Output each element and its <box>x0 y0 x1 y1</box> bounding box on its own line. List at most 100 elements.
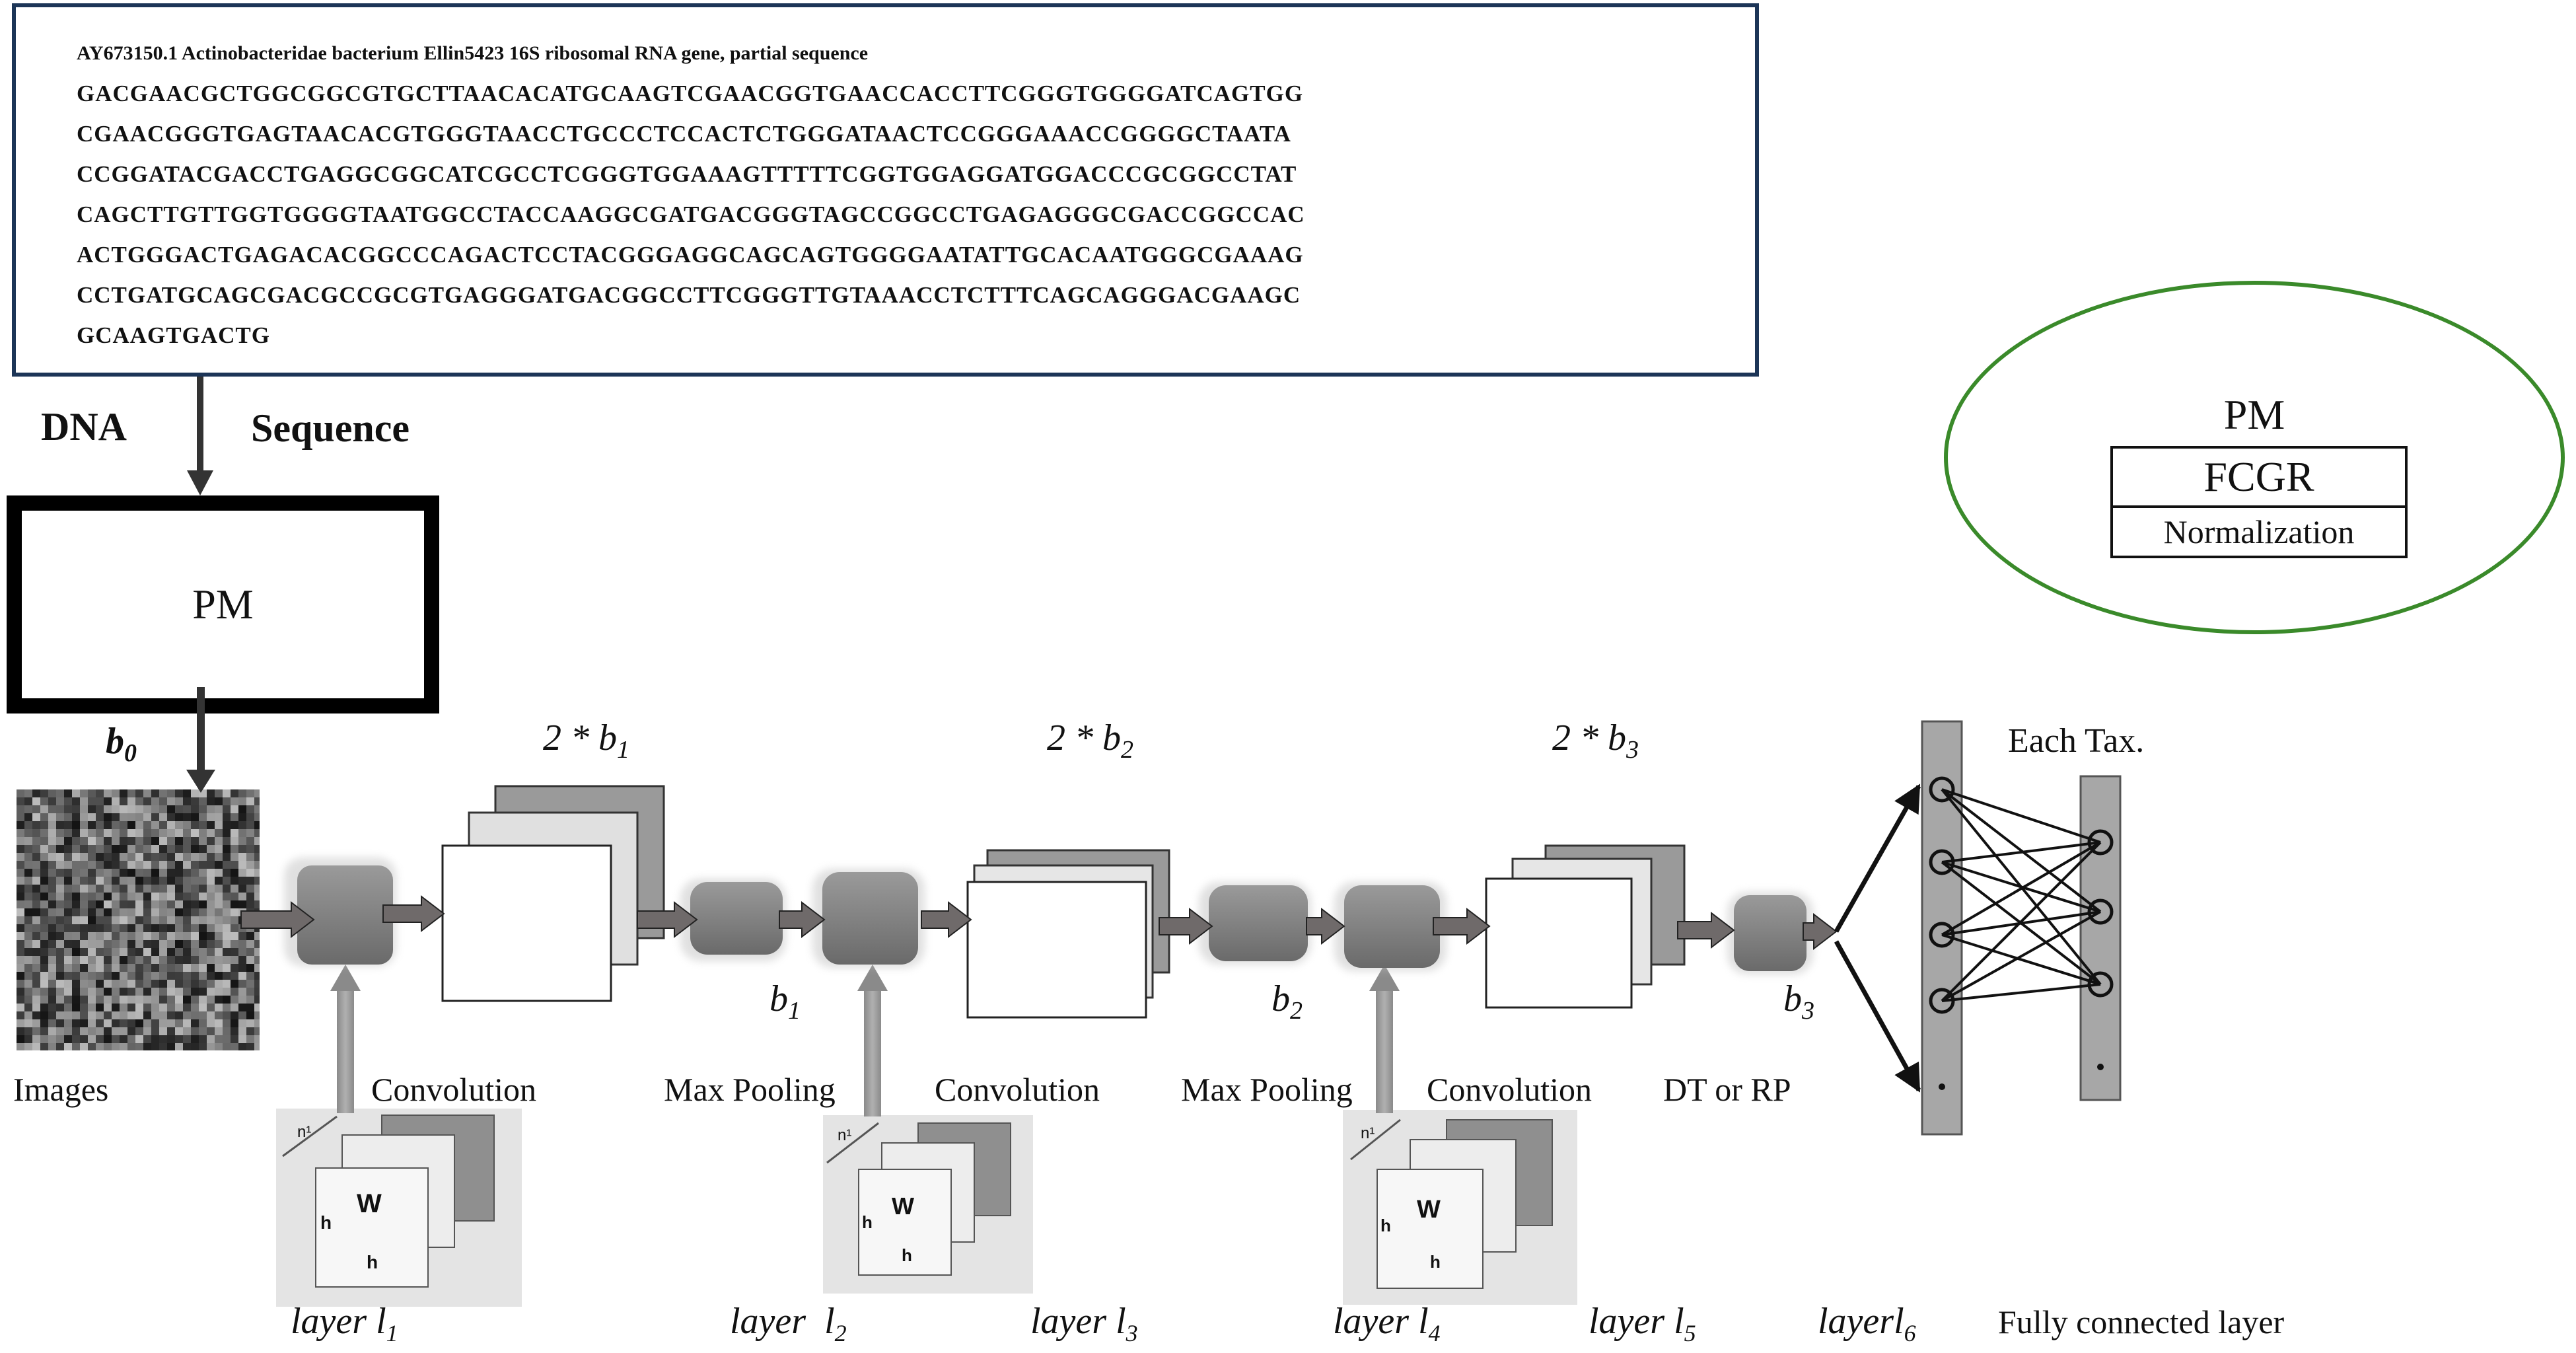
noise-cell <box>238 789 246 797</box>
noise-cell <box>127 829 135 837</box>
noise-cell <box>48 861 56 869</box>
noise-cell <box>135 924 143 932</box>
noise-cell <box>135 797 143 805</box>
fc-node <box>1929 922 1955 948</box>
noise-cell <box>120 900 127 908</box>
noise-cell <box>167 813 175 821</box>
noise-cell <box>56 893 64 900</box>
noise-cell <box>120 853 127 861</box>
noise-cell <box>120 1011 127 1019</box>
dna-sequence-box: AY673150.1 Actinobacteridae bacterium El… <box>12 3 1759 377</box>
noise-cell <box>238 988 246 996</box>
layer-label-text: layer l <box>1030 1301 1126 1342</box>
noise-cell <box>40 1004 48 1011</box>
noise-cell <box>24 813 32 821</box>
noise-cell <box>80 924 88 932</box>
noise-cell <box>199 877 207 885</box>
noise-cell <box>64 853 72 861</box>
legend-normalization: Normalization <box>2163 513 2355 550</box>
noise-cell <box>24 956 32 964</box>
noise-cell <box>88 1043 96 1050</box>
noise-cell <box>183 861 191 869</box>
noise-cell <box>17 996 24 1004</box>
noise-cell <box>112 956 120 964</box>
noise-cell <box>24 900 32 908</box>
noise-cell <box>104 821 112 829</box>
noise-cell <box>56 956 64 964</box>
noise-cell <box>40 964 48 972</box>
noise-cell <box>191 1035 199 1043</box>
noise-cell <box>254 1019 260 1027</box>
noise-cell <box>40 900 48 908</box>
layer-label-6: layerl6 <box>1818 1300 1916 1347</box>
noise-cell <box>159 821 167 829</box>
noise-cell <box>96 916 104 924</box>
noise-cell <box>64 988 72 996</box>
noise-cell <box>159 1011 167 1019</box>
b0-text: b <box>106 721 124 762</box>
noise-cell <box>191 1011 199 1019</box>
noise-cell <box>207 797 215 805</box>
noise-cell <box>104 932 112 940</box>
noise-cell <box>104 829 112 837</box>
noise-cell <box>112 805 120 813</box>
noise-cell <box>56 813 64 821</box>
noise-cell <box>88 869 96 877</box>
noise-cell <box>96 1035 104 1043</box>
noise-cell <box>238 948 246 956</box>
noise-cell <box>120 1004 127 1011</box>
noise-cell <box>246 900 254 908</box>
noise-cell <box>159 924 167 932</box>
noise-cell <box>24 845 32 853</box>
noise-cell <box>246 932 254 940</box>
noise-cell <box>120 916 127 924</box>
noise-cell <box>40 789 48 797</box>
noise-cell <box>215 972 223 980</box>
noise-cell <box>24 861 32 869</box>
noise-cell <box>104 853 112 861</box>
noise-cell <box>88 964 96 972</box>
noise-cell <box>215 908 223 916</box>
noise-cell <box>143 877 151 885</box>
noise-cell <box>120 964 127 972</box>
noise-cell <box>104 972 112 980</box>
fanout-arrow-up <box>1834 784 1921 933</box>
noise-cell <box>24 972 32 980</box>
fc-edge <box>1941 841 2101 863</box>
noise-cell <box>56 940 64 948</box>
noise-cell <box>151 789 159 797</box>
noise-cell <box>127 932 135 940</box>
noise-cell <box>167 853 175 861</box>
noise-cell <box>143 845 151 853</box>
noise-cell <box>199 900 207 908</box>
noise-cell <box>199 1011 207 1019</box>
noise-cell <box>254 1011 260 1019</box>
noise-cell <box>254 877 260 885</box>
noise-cell <box>127 1043 135 1050</box>
noise-cell <box>238 821 246 829</box>
noise-cell <box>72 1035 80 1043</box>
noise-cell <box>215 964 223 972</box>
noise-cell <box>120 805 127 813</box>
noise-cell <box>254 972 260 980</box>
noise-cell <box>215 1004 223 1011</box>
noise-cell <box>104 893 112 900</box>
noise-cell <box>17 893 24 900</box>
mid-label-sub: 1 <box>788 997 801 1025</box>
noise-cell <box>88 908 96 916</box>
noise-cell <box>17 821 24 829</box>
noise-cell <box>238 853 246 861</box>
noise-cell <box>231 829 238 837</box>
stage-label-max-pooling: Max Pooling <box>664 1071 836 1108</box>
noise-cell <box>48 1043 56 1050</box>
noise-cell <box>120 813 127 821</box>
noise-cell <box>207 900 215 908</box>
noise-cell <box>88 948 96 956</box>
noise-cell <box>175 853 183 861</box>
noise-cell <box>191 900 199 908</box>
noise-cell <box>254 797 260 805</box>
noise-cell <box>231 877 238 885</box>
top-label-sub: 1 <box>617 736 629 764</box>
noise-cell <box>207 805 215 813</box>
fc-ellipsis-dot <box>1939 1083 1945 1090</box>
